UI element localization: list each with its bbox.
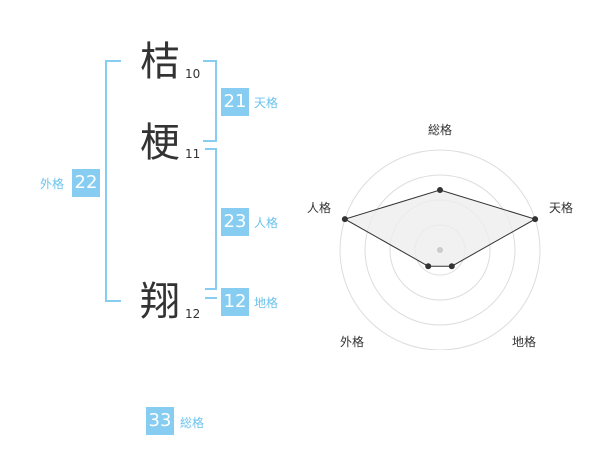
- chikaku-connector: [205, 297, 217, 299]
- stroke-count-1: 10: [185, 67, 201, 81]
- radar-point-4: [341, 216, 348, 223]
- radar-point-2: [448, 263, 455, 270]
- jinkaku-label: 人格: [254, 216, 279, 230]
- name-char-3: 翔: [140, 279, 180, 325]
- stroke-count-3: 12: [185, 307, 201, 321]
- gaikaku-label: 外格: [40, 177, 65, 191]
- stroke-count-2: 11: [185, 147, 201, 161]
- radar-series-polygon: [343, 189, 537, 267]
- radar-point-1: [532, 216, 539, 223]
- name-char-1: 桔: [140, 39, 180, 85]
- name-char-2: 梗: [140, 120, 180, 166]
- radar-point-0: [437, 187, 443, 193]
- radar-axis-label-chikaku: 地格: [512, 335, 537, 349]
- tenkaku-label: 天格: [254, 96, 279, 110]
- radar-axis-label-tenkaku: 天格: [549, 201, 574, 215]
- radar-chart: [339, 149, 541, 350]
- chikaku-label: 地格: [254, 296, 279, 310]
- radar-ring: [364, 174, 516, 326]
- soukaku-badge: 33: [146, 407, 174, 435]
- radar-axis-label-soukaku: 総格: [428, 123, 453, 137]
- radar-center-dot: [437, 247, 443, 253]
- radar-axis-label-jinkaku: 人格: [307, 201, 332, 215]
- tenkaku-badge: 21: [221, 88, 249, 116]
- chikaku-badge: 12: [221, 288, 249, 316]
- gaikaku-bracket: [105, 60, 121, 302]
- radar-ring: [339, 149, 541, 350]
- gaikaku-badge: 22: [72, 169, 100, 197]
- radar-axis-label-gaikaku: 外格: [340, 335, 365, 349]
- jinkaku-bracket: [205, 148, 217, 290]
- radar-point-3: [425, 263, 432, 270]
- tenkaku-bracket: [203, 60, 217, 142]
- soukaku-label: 総格: [180, 416, 205, 430]
- jinkaku-badge: 23: [221, 208, 249, 236]
